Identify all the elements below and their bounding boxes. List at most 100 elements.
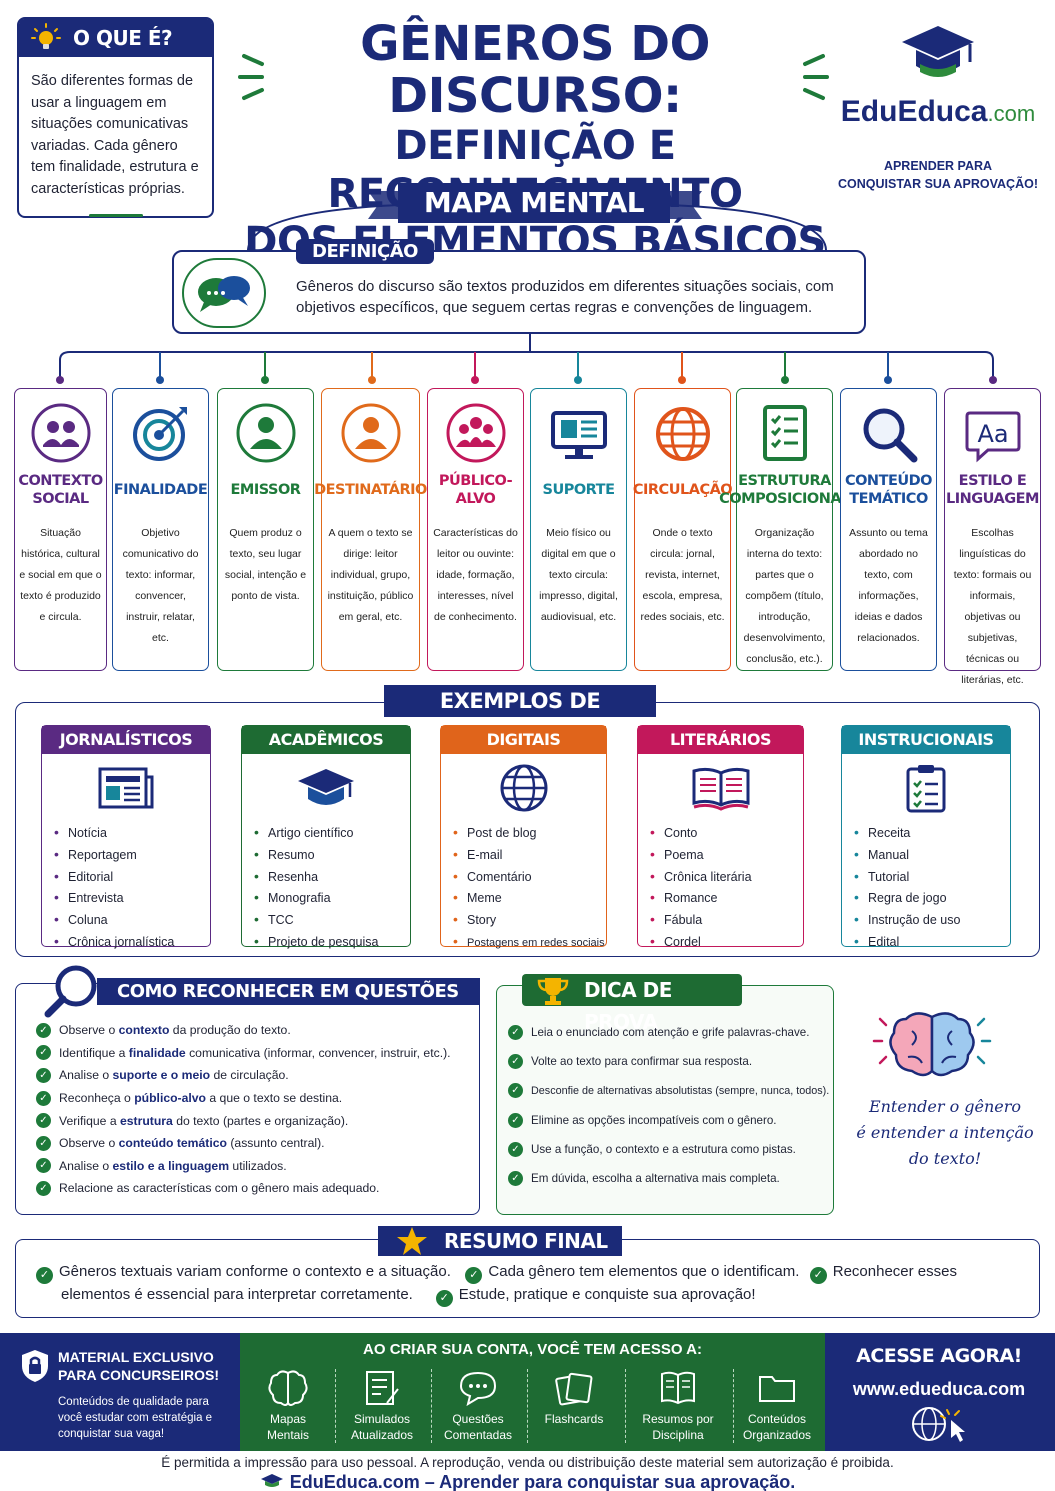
list-item: Manual — [854, 844, 1010, 866]
globe-cursor-icon[interactable] — [899, 1402, 979, 1446]
list-item: Reportagem — [54, 844, 210, 866]
list-item: ✓Observe o conteúdo temático (assunto ce… — [36, 1132, 476, 1155]
keyword: e a — [144, 1158, 169, 1173]
what-is-box: O QUE É? São diferentes formas de usar a… — [17, 17, 214, 218]
definition-icon-frame — [182, 258, 266, 328]
feature-flashcards[interactable]: Flashcards — [526, 1365, 622, 1427]
check-icon: ✓ — [36, 1267, 53, 1284]
example-group-digitais: DIGITAIS Post de blog E-mail Comentário … — [440, 725, 607, 949]
list-item: Projeto de pesquisa — [254, 931, 410, 953]
element-card-finalidade: FINALIDADE Objetivo comunicativo do text… — [112, 388, 209, 671]
keyword: estrutura — [119, 1113, 173, 1128]
feature-label: Flashcards — [544, 1412, 604, 1426]
footer-cta: ACESSE AGORA! www.edueduca.com — [836, 1345, 1042, 1451]
tip-text: Use a função, o contexto e a estrutura c… — [531, 1142, 796, 1156]
brand-slogan-line-1: APRENDER PARA — [883, 159, 993, 173]
question-text: Observe o contexto da produção do texto. — [59, 1023, 291, 1037]
definition-text: Gêneros do discurso são textos produzido… — [296, 278, 834, 316]
folder-icon — [759, 1376, 795, 1402]
font-aa-icon: Aa — [965, 411, 1020, 463]
keyword: e o — [157, 1068, 182, 1083]
book-icon — [661, 1371, 695, 1405]
text-part: comunicativa (informar, convencer, instr… — [185, 1045, 451, 1060]
magnifier-icon — [863, 408, 917, 463]
example-list: Conto Poema Crônica literária Romance Fá… — [638, 822, 803, 953]
element-title: ESTILO E LINGUAGEM — [946, 473, 1039, 507]
footer-features-title: AO CRIAR SUA CONTA, VOCÊ TEM ACESSO A: — [363, 1341, 702, 1358]
list-item: Receita — [854, 822, 1010, 844]
keyword: suporte — [112, 1068, 158, 1083]
text-part: Reconheça o — [59, 1091, 135, 1106]
list-item: Entrevista — [54, 887, 210, 909]
element-desc: Características do leitor ou ouvinte: id… — [433, 527, 518, 623]
list-item: Post de blog — [453, 822, 606, 844]
element-card-suporte: SUPORTE Meio físico ou digital em que o … — [530, 388, 627, 671]
list-item: Edital — [854, 931, 1010, 953]
quote-line: é entender a intenção — [856, 1123, 1034, 1142]
tips-box — [496, 985, 834, 1215]
element-desc: Escolhas linguísticas do texto: formais … — [953, 527, 1032, 686]
element-title: PÚBLICO-ALVO — [438, 473, 513, 507]
text-part: Analise o — [59, 1068, 113, 1083]
list-item: Story — [453, 909, 606, 931]
shield-lock-icon — [22, 1350, 48, 1382]
check-icon: ✓ — [36, 1158, 51, 1174]
example-group-title: DIGITAIS — [441, 726, 606, 754]
check-icon: ✓ — [508, 1054, 523, 1070]
tips-list: ✓Leia o enunciado com atenção e grife pa… — [508, 1018, 833, 1193]
check-icon: ✓ — [465, 1267, 483, 1284]
list-item: Resenha — [254, 866, 410, 888]
example-group-title: INSTRUCIONAIS — [842, 726, 1010, 754]
check-icon: ✓ — [36, 1135, 51, 1151]
flashcards-icon — [555, 1372, 593, 1406]
divider — [431, 1369, 432, 1443]
element-card-circulacao: CIRCULAÇÃO Onde o texto circula: jornal,… — [633, 388, 733, 671]
text-part: Verifique a — [59, 1113, 120, 1128]
check-icon: ✓ — [809, 1267, 827, 1284]
list-item: ✓Observe o contexto da produção do texto… — [36, 1019, 476, 1042]
summary-item: Estude, pratique e conquiste sua aprovaç… — [458, 1286, 756, 1303]
brand-slogan: APRENDER PARA CONQUISTAR SUA APROVAÇÃO! — [838, 157, 1038, 193]
clipboard-icon — [906, 765, 946, 813]
element-desc: Onde o texto circula: jornal, revista, i… — [640, 527, 725, 623]
list-item: Conto — [650, 822, 803, 844]
graduation-cap-icon — [260, 1474, 283, 1487]
list-item: ✓Volte ao texto para confirmar sua respo… — [508, 1047, 833, 1076]
site-url-link[interactable]: www.edueduca.com — [852, 1379, 1026, 1399]
check-icon: ✓ — [508, 1171, 523, 1187]
what-is-header: O QUE É? — [19, 19, 212, 57]
list-item: TCC — [254, 909, 410, 931]
sparkle-lines-icon — [238, 54, 264, 100]
footer-exclusive: MATERIAL EXCLUSIVO PARA CONCURSEIROS! Co… — [22, 1348, 232, 1442]
list-item: Romance — [650, 887, 803, 909]
examples-title: EXEMPLOS DE GÊNEROS — [384, 685, 656, 745]
keyword: público-alvo — [134, 1091, 206, 1106]
list-item: E-mail — [453, 844, 606, 866]
brain-icon — [268, 1370, 308, 1406]
example-list: Receita Manual Tutorial Regra de jogo In… — [842, 822, 1010, 953]
list-item: ✓Em dúvida, escolha a alternativa mais c… — [508, 1164, 833, 1193]
monitor-icon — [550, 411, 607, 459]
tip-text: Elimine as opções incompatíveis com o gê… — [531, 1113, 777, 1127]
footer-features: AO CRIAR SUA CONTA, VOCÊ TEM ACESSO A: M… — [240, 1333, 825, 1451]
check-icon: ✓ — [435, 1290, 453, 1307]
feature-label: Resumos por — [642, 1412, 714, 1426]
list-item: Artigo científico — [254, 822, 410, 844]
element-desc: Situação histórica, cultural e social em… — [19, 527, 102, 623]
list-item: Regra de jogo — [854, 887, 1010, 909]
footer-left-title: MATERIAL EXCLUSIVO — [58, 1349, 214, 1365]
graduation-cap-icon — [298, 769, 354, 805]
feature-label: Questões — [452, 1412, 504, 1426]
tip-text: Desconfie de alternativas absolutistas (… — [531, 1084, 830, 1097]
check-icon: ✓ — [508, 1025, 523, 1041]
brand-suffix: .com — [987, 101, 1036, 126]
footer-tagline: EduEduca.com – Aprender para conquistar … — [0, 1472, 1055, 1491]
lightbulb-icon — [31, 23, 61, 49]
title-line-1: GÊNEROS DO DISCURSO: — [360, 16, 710, 124]
what-is-title: O QUE É? — [73, 26, 173, 50]
